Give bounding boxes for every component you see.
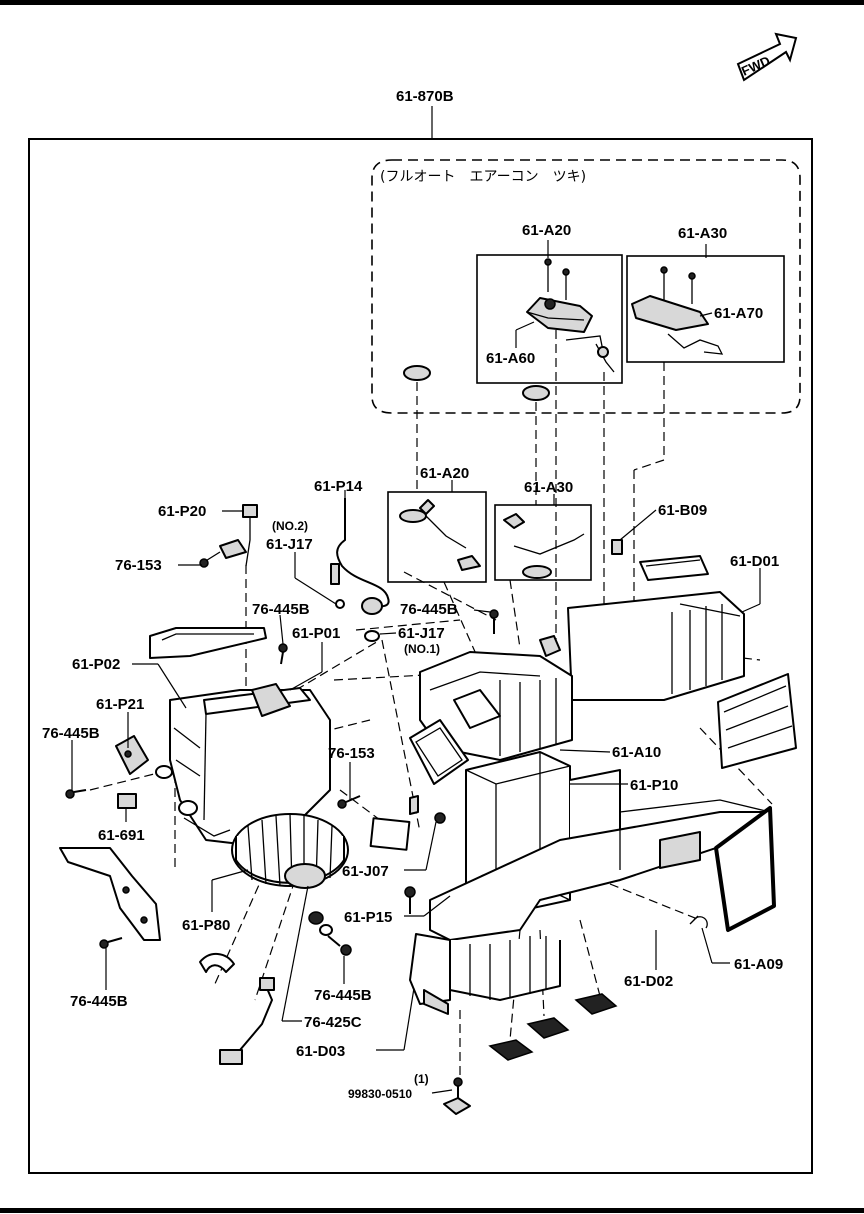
p20-sensor xyxy=(199,504,258,568)
label-61-p10: 61-P10 xyxy=(630,777,678,794)
screw-445b-upper xyxy=(278,643,288,665)
label-76-445b-bottom-left: 76-445B xyxy=(70,993,128,1010)
label-61-a20-mid: 61-A20 xyxy=(420,465,469,482)
label-76-445b-left: 76-445B xyxy=(42,725,100,742)
label-61-a20-top: 61-A20 xyxy=(522,222,571,239)
label-61-j07: 61-J07 xyxy=(342,863,389,880)
assembly-frame xyxy=(28,138,813,1174)
j17-no1-ring xyxy=(364,630,380,642)
bottom-rule xyxy=(0,1208,864,1213)
screw-153-mid xyxy=(337,795,361,809)
label-61-a60: 61-A60 xyxy=(486,350,535,367)
a60-actuator xyxy=(526,258,615,373)
label-61-j17-no2: 61-J17 xyxy=(266,536,313,553)
a30-mid-box xyxy=(494,504,592,581)
bolt-99830 xyxy=(453,1077,463,1098)
label-76-445b-bottom-mid: 76-445B xyxy=(314,987,372,1004)
label-99830-0510: 99830-0510 xyxy=(348,1087,412,1101)
screw-445b-left xyxy=(65,789,87,799)
label-61-a30-top: 61-A30 xyxy=(678,225,727,242)
label-61-d02: 61-D02 xyxy=(624,973,673,990)
label-qty: (1) xyxy=(414,1072,429,1086)
label-no1: (NO.1) xyxy=(404,642,440,656)
label-61-a30-mid: 61-A30 xyxy=(524,479,573,496)
grommet-left xyxy=(403,365,431,381)
label-61-p21: 61-P21 xyxy=(96,696,144,713)
motor-harness xyxy=(199,953,275,1065)
screw-445b-bottom-left xyxy=(99,937,123,949)
j07-bracket xyxy=(369,795,446,851)
blower-fan xyxy=(231,813,349,889)
label-76-445b-right: 76-445B xyxy=(400,601,458,618)
screw-445b-bottom-mid xyxy=(327,935,352,956)
p14-harness xyxy=(330,498,390,615)
label-61-p14: 61-P14 xyxy=(314,478,363,495)
option-region xyxy=(371,159,801,414)
mount-bracket xyxy=(59,847,161,941)
p21-resistor xyxy=(115,735,149,775)
leader-lines xyxy=(71,240,761,1094)
b09-clip xyxy=(611,539,623,555)
label-61-p20: 61-P20 xyxy=(158,503,206,520)
option-note: (フルオート エアーコン ツキ) xyxy=(380,169,586,185)
connector-691 xyxy=(117,793,137,809)
feet-pads xyxy=(443,993,618,1115)
intake-duct xyxy=(409,635,573,785)
filter-panel xyxy=(717,673,797,769)
label-61-j17-no1: 61-J17 xyxy=(398,625,445,642)
label-61-a70: 61-A70 xyxy=(714,305,763,322)
label-61-a09: 61-A09 xyxy=(734,956,783,973)
p15-screw xyxy=(404,886,416,914)
top-rule xyxy=(0,0,864,5)
screw-445b-right xyxy=(489,609,499,634)
bushing-425c xyxy=(308,911,333,936)
lower-case-d02 xyxy=(409,799,771,1015)
label-61-p80: 61-P80 xyxy=(182,917,230,934)
label-61-d01: 61-D01 xyxy=(730,553,779,570)
label-61-p01: 61-P01 xyxy=(292,625,340,642)
a30-link xyxy=(503,513,585,579)
a20-mid-box xyxy=(387,491,487,583)
label-61-b09: 61-B09 xyxy=(658,502,707,519)
label-76-445b-upper: 76-445B xyxy=(252,601,310,618)
label-61-p15: 61-P15 xyxy=(344,909,392,926)
a20-upper-box xyxy=(476,254,623,384)
label-no2: (NO.2) xyxy=(272,519,308,533)
grommet-right xyxy=(522,385,550,401)
a09-seal xyxy=(689,806,776,932)
a70-actuator xyxy=(631,266,724,355)
assembly-label: 61-870B xyxy=(396,88,454,105)
label-76-153-top: 76-153 xyxy=(115,557,162,574)
label-61-p02: 61-P02 xyxy=(72,656,120,673)
a20-link xyxy=(399,499,481,571)
label-61-a10: 61-A10 xyxy=(612,744,661,761)
blower-housing xyxy=(149,627,331,845)
label-76-425c: 76-425C xyxy=(304,1014,362,1031)
upper-case-d01 xyxy=(567,555,745,701)
label-76-153-mid: 76-153 xyxy=(328,745,375,762)
part-labels: 61-A20 61-A30 61-A60 61-A70 61-P14 61-A2… xyxy=(42,222,783,1101)
label-61-d03: 61-D03 xyxy=(296,1043,345,1060)
label-61-691: 61-691 xyxy=(98,827,145,844)
fwd-label: FWD xyxy=(739,53,772,79)
fwd-arrow-icon: FWD xyxy=(736,32,798,82)
